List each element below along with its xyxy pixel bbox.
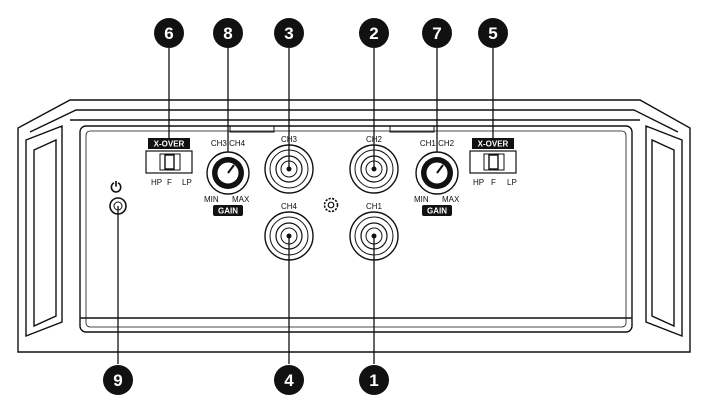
- callout-8: 8: [213, 18, 243, 48]
- callout-number: 6: [164, 24, 173, 43]
- gain-knob-pointer: [227, 164, 235, 174]
- xover-f-label: F: [167, 178, 172, 187]
- gain-title-bg: [213, 205, 243, 216]
- callout-6: 6: [154, 18, 184, 48]
- gain-knob-ch3ch4[interactable]: CH3 CH4 MIN MAX GAIN: [204, 139, 250, 216]
- xover-inner: [483, 153, 505, 171]
- callout-number: 2: [369, 24, 378, 43]
- vent-right: [389, 125, 435, 133]
- left-fin-inner: [33, 138, 57, 328]
- left-fin: [25, 124, 63, 338]
- callout-7: 7: [422, 18, 452, 48]
- callout-9: 9: [103, 365, 133, 395]
- xover-hp-label: HP: [473, 178, 484, 187]
- gain-max-label: MAX: [442, 195, 460, 204]
- rca-label: CH1: [366, 202, 383, 211]
- leader-lines: [117, 48, 494, 364]
- xover-switch-ch3ch4[interactable]: X-OVER HP F LP: [145, 138, 193, 187]
- callout-4: 4: [274, 365, 304, 395]
- gain-title: GAIN: [427, 207, 447, 216]
- gain-title-bg: [422, 205, 452, 216]
- callout-number: 8: [223, 24, 232, 43]
- front-panel-inner: [85, 130, 627, 328]
- vent-left: [229, 125, 275, 133]
- callout-number: 3: [284, 24, 293, 43]
- right-fin-inner: [651, 138, 675, 328]
- gain-title: GAIN: [218, 207, 238, 216]
- xover-lp-label: LP: [507, 178, 517, 187]
- xover-title: X-OVER: [478, 140, 509, 149]
- gain-knob-pointer: [436, 164, 444, 174]
- rca-label: CH4: [281, 202, 298, 211]
- callout-number: 9: [113, 371, 122, 390]
- callout-number: 5: [488, 24, 497, 43]
- power-symbol: ⏻: [110, 179, 121, 195]
- callout-2: 2: [359, 18, 389, 48]
- gear-icon: [323, 197, 339, 213]
- chassis: [17, 99, 691, 353]
- right-fin: [645, 124, 683, 338]
- chassis-outer: [17, 99, 691, 353]
- xover-f-label: F: [491, 178, 496, 187]
- gain-max-label: MAX: [232, 195, 250, 204]
- callout-1: 1: [359, 365, 389, 395]
- xover-hp-label: HP: [151, 178, 162, 187]
- xover-lp-label: LP: [182, 178, 192, 187]
- xover-knob: [488, 154, 499, 170]
- callout-number: 7: [432, 24, 441, 43]
- xover-switch-ch1ch2[interactable]: X-OVER HP F LP: [469, 138, 517, 187]
- callout-5: 5: [478, 18, 508, 48]
- chassis-inner-top: [29, 109, 679, 133]
- xover-title-bg: [472, 138, 514, 149]
- xover-title-bg: [148, 138, 190, 149]
- xover-knob: [164, 154, 175, 170]
- xover-title: X-OVER: [154, 140, 185, 149]
- gain-min-label: MIN: [204, 195, 219, 204]
- callout-3: 3: [274, 18, 304, 48]
- xover-inner: [159, 153, 181, 171]
- callout-number: 4: [284, 371, 294, 390]
- callout-number: 1: [369, 371, 378, 390]
- gain-min-label: MIN: [414, 195, 429, 204]
